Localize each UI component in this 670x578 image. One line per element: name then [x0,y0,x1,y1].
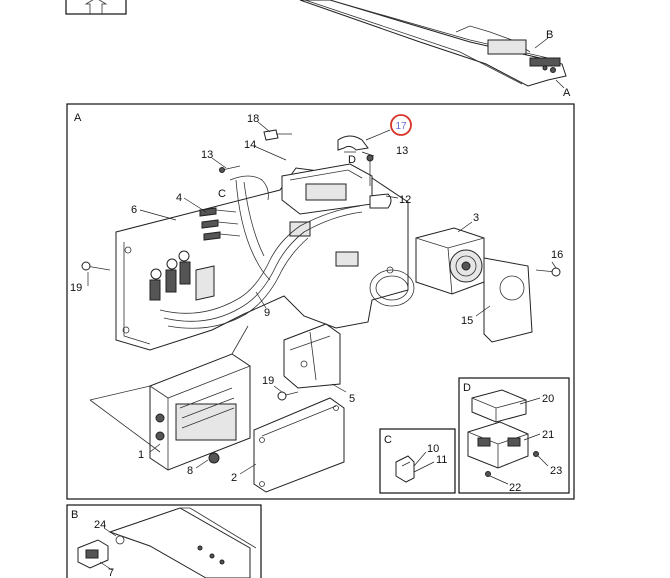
label-7: 7 [108,567,114,578]
label-18: 18 [247,113,259,125]
label-12: 12 [399,194,411,206]
screw-23 [533,451,539,457]
callout-d-letter: D [348,154,356,166]
detail-panel-c: C 10 11 [379,428,456,494]
gasket-15 [483,257,533,343]
pipe-clamp [337,135,369,151]
label-10: 10 [427,443,439,455]
label-24: 24 [94,519,106,531]
top-detail-b-letter: B [546,29,553,41]
label-13-left: 13 [201,149,213,161]
panel-d-frame [458,377,570,494]
cable-lugs [149,250,215,301]
label-2: 2 [231,472,237,484]
rail-section [108,507,251,578]
nut-8 [208,452,220,464]
control-unit-1 [149,353,251,471]
panel-a-letter: A [74,112,82,124]
panel-b-letter: B [71,509,78,521]
bracket-5 [283,323,341,389]
label-22: 22 [509,482,521,494]
detail-panel-a: A [66,103,575,500]
label-23: 23 [550,465,562,477]
label-20: 20 [542,393,554,405]
label-21: 21 [542,429,554,441]
panel-b-frame [66,504,262,578]
highlighted-part-17[interactable]: 17 [390,114,412,136]
top-detail-a-letter: A [563,87,571,99]
label-13-right: 13 [396,145,408,157]
label-8: 8 [187,465,193,477]
label-19-lower: 19 [262,375,274,387]
label-3: 3 [473,212,479,224]
label-11: 11 [436,454,447,466]
terminal-group-4 [199,207,241,241]
cable-loop [369,269,415,307]
label-1: 1 [138,449,144,461]
label-6: 6 [131,204,137,216]
arrow-icon [84,0,108,14]
panel-d-letter: D [463,382,471,394]
detail-panel-b: B 24 7 [66,504,262,578]
label-5: 5 [349,393,355,405]
highlight-ring[interactable] [390,114,412,136]
top-overview: B A [65,0,571,99]
actuator-3 [415,227,485,295]
label-15: 15 [461,315,473,327]
clip-part [395,455,415,483]
cable-bundle [159,205,361,314]
label-9: 9 [264,307,270,319]
arrow-icon-box [65,0,127,15]
highlight-label-17[interactable]: 17 [395,121,407,132]
detail-panel-d: D 20 21 23 22 [458,377,570,494]
screw-13-left [221,165,241,171]
label-4: 4 [176,192,182,204]
label-14: 14 [244,139,256,151]
panel-c-letter: C [384,434,392,446]
connector-12 [369,193,392,209]
label-19-left: 19 [70,282,82,294]
panel-c-frame [379,428,456,494]
cover-top-20 [471,389,527,423]
bolt-18 [263,129,279,141]
callout-c-letter: C [218,188,226,200]
label-16: 16 [551,249,563,261]
screw-22 [485,471,491,477]
cover-2 [253,397,345,493]
panel-a-frame [66,103,575,500]
